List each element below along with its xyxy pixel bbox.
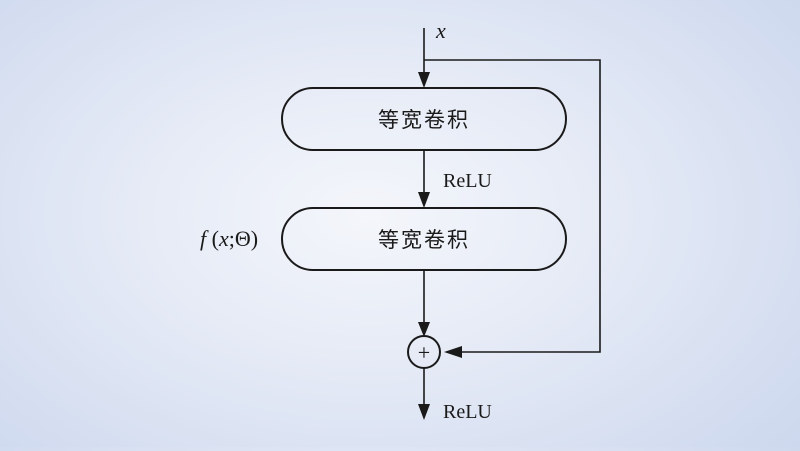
skip-connection-line <box>424 59 601 353</box>
function-label-x: x <box>218 226 229 251</box>
function-label: f (x;Θ) <box>200 226 258 251</box>
function-label-open: ( <box>206 226 219 251</box>
conv-block-1-label: 等宽卷积 <box>378 108 470 132</box>
function-label-f: f <box>200 226 209 251</box>
function-label-sep: ;Θ) <box>229 226 258 251</box>
skip-connection-arrowhead <box>444 346 462 358</box>
sum-symbol: + <box>418 340 430 365</box>
conv-block-2-label: 等宽卷积 <box>378 228 470 252</box>
output-relu-label: ReLU <box>443 401 492 423</box>
mid-arrowhead <box>418 192 430 208</box>
output-arrowhead <box>418 404 430 420</box>
input-arrowhead <box>418 72 430 88</box>
mid-relu-label: ReLU <box>443 170 492 192</box>
input-label: x <box>435 18 446 43</box>
to-sum-arrowhead <box>418 322 430 337</box>
